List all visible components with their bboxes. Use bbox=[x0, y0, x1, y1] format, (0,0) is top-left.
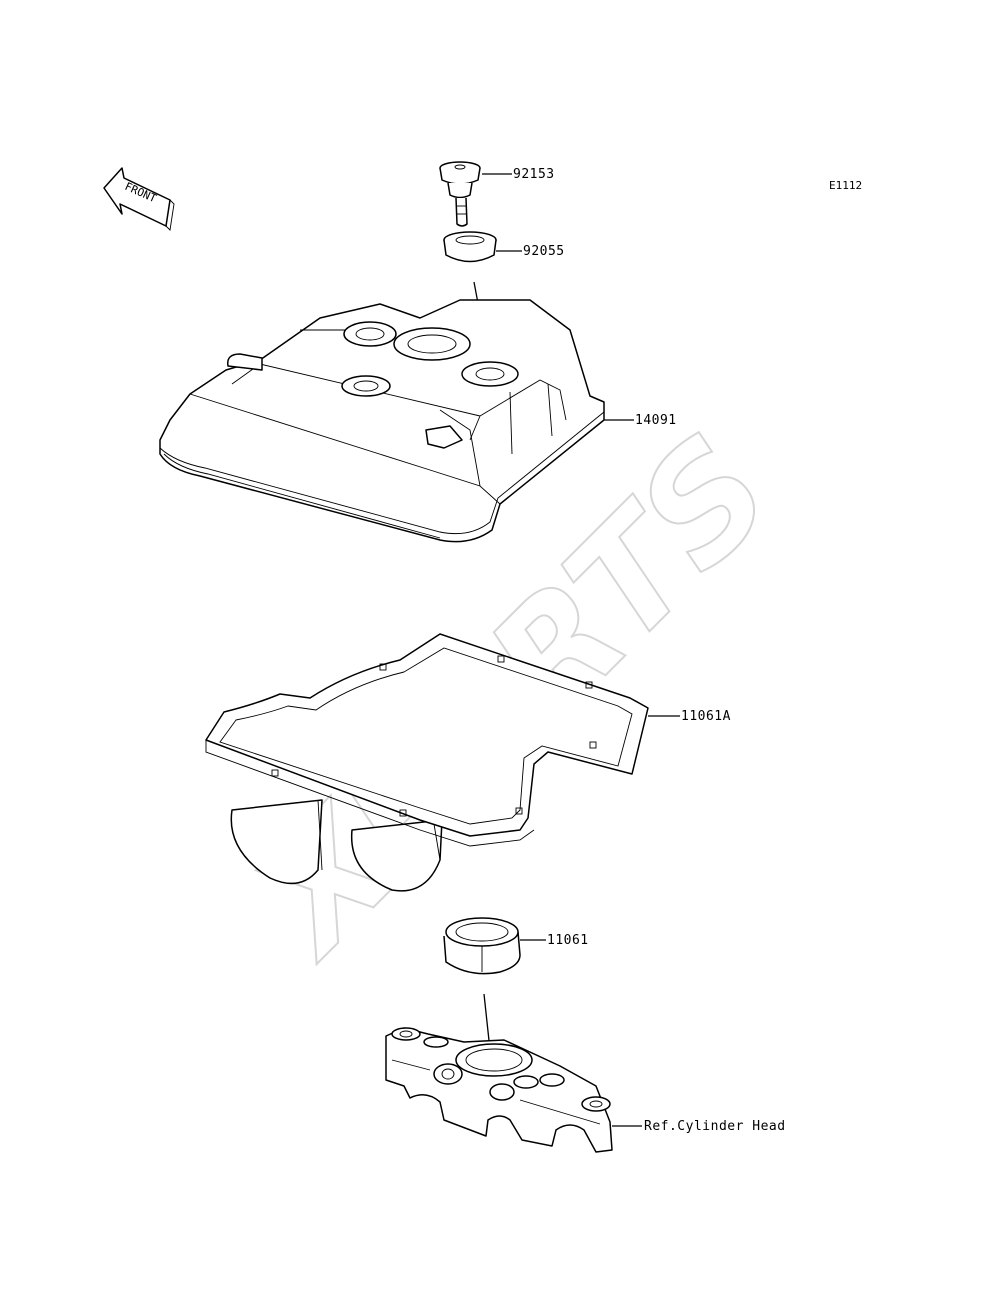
part-92055-washer bbox=[443, 231, 497, 263]
part-14091-head-cover bbox=[159, 299, 605, 543]
part-11061A-gasket bbox=[205, 633, 649, 892]
diagram-code: E1112 bbox=[829, 179, 862, 192]
front-arrow-icon: FRONT bbox=[103, 167, 175, 231]
part-92153-bolt bbox=[439, 161, 481, 227]
label-11061A: 11061A bbox=[681, 709, 731, 724]
part-11061-plug-gasket bbox=[443, 917, 521, 975]
label-11061: 11061 bbox=[547, 933, 589, 948]
label-14091: 14091 bbox=[635, 413, 677, 428]
label-ref-cylinder-head: Ref.Cylinder Head bbox=[644, 1119, 786, 1134]
label-92055: 92055 bbox=[523, 244, 565, 259]
label-92153: 92153 bbox=[513, 167, 555, 182]
part-ref-cylinder-head bbox=[385, 1027, 613, 1153]
